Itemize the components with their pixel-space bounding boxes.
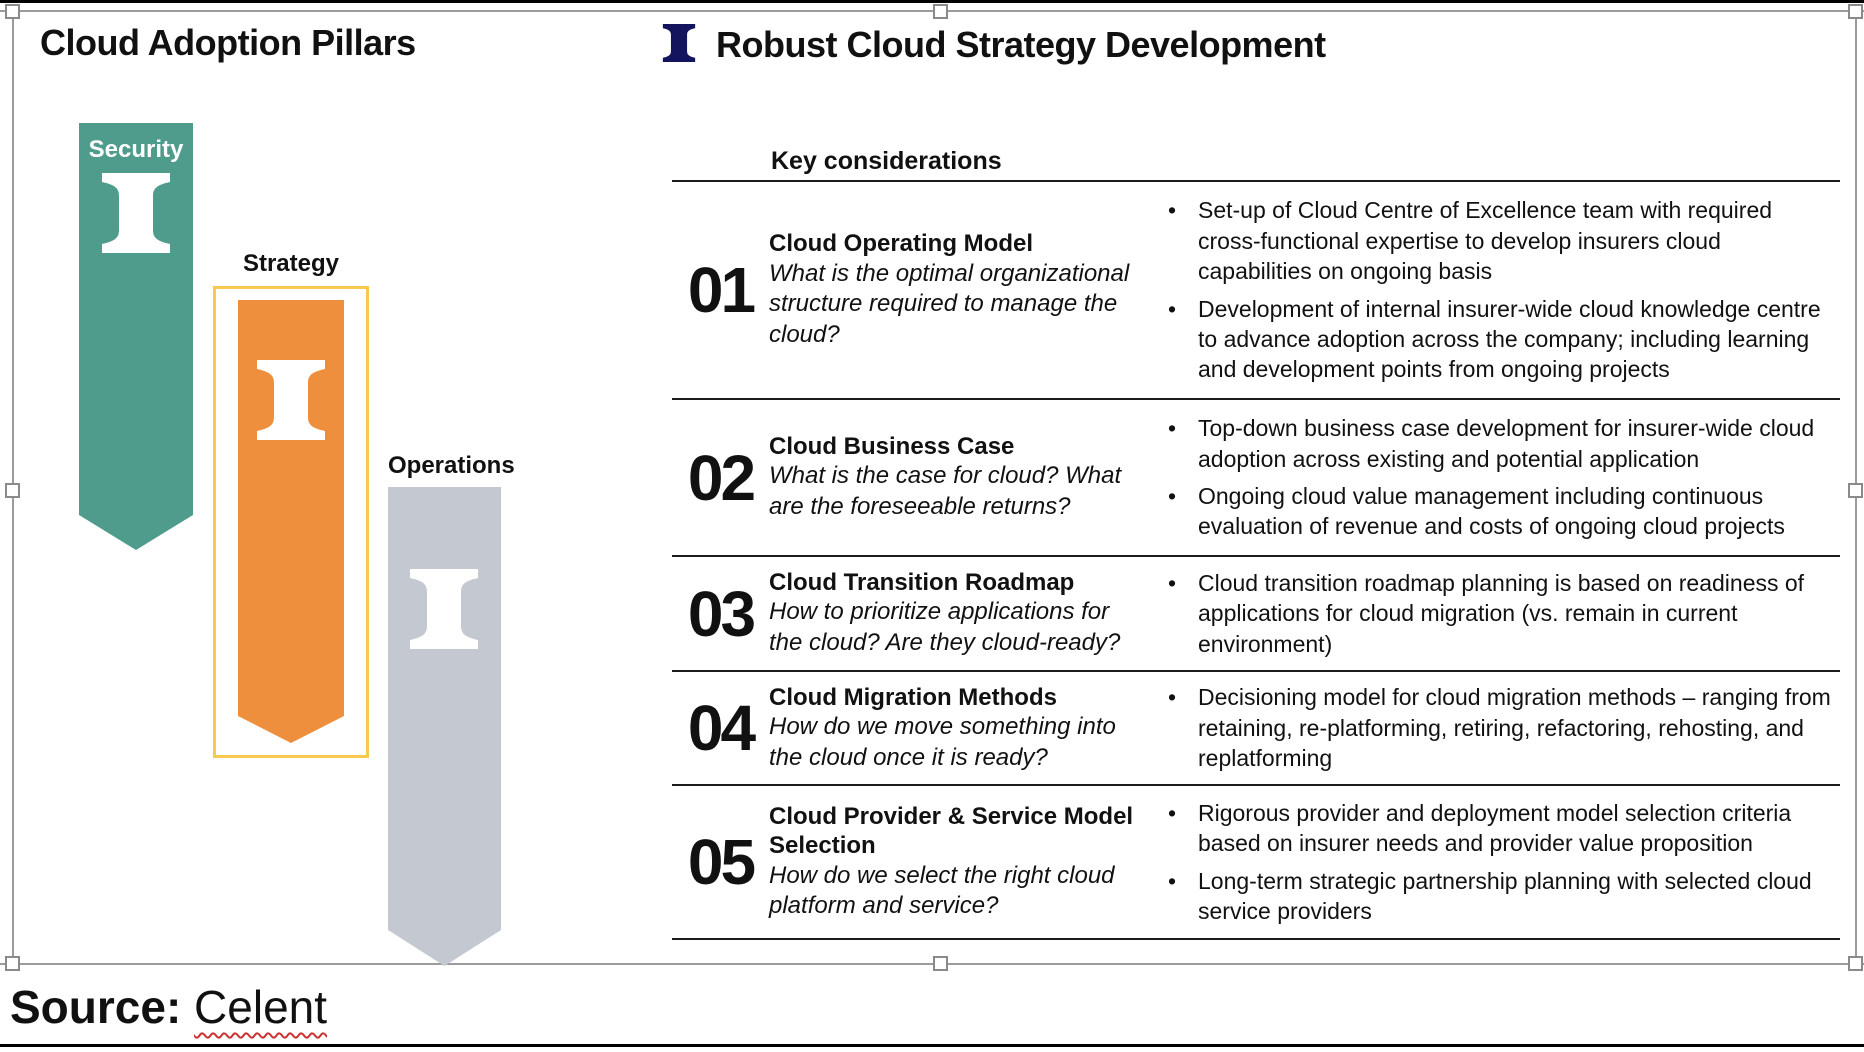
column-pillar-icon [102, 173, 170, 253]
table-row: 05 Cloud Provider & Service Model Select… [672, 786, 1840, 940]
source-line: Source: Celent [10, 980, 327, 1034]
row-question: How do we move something into the cloud … [769, 712, 1116, 771]
selection-handle-top-right[interactable] [1848, 4, 1863, 19]
selection-frame-bottom [0, 963, 1864, 965]
row-title: Cloud Transition Roadmap [769, 569, 1075, 597]
bullet-item: Rigorous provider and deployment model s… [1154, 798, 1834, 859]
row-question: What is the optimal organizational struc… [769, 259, 1130, 348]
pillar-banner-strategy[interactable] [238, 300, 344, 743]
row-title: Cloud Operating Model [769, 230, 1033, 258]
bullet-item: Long-term strategic partnership planning… [1154, 866, 1834, 927]
row-number: 02 [687, 441, 756, 514]
row-title: Cloud Migration Methods [769, 683, 1057, 711]
selection-frame-top [0, 10, 1864, 12]
column-pillar-icon [257, 360, 325, 440]
selection-handle-bottom-center[interactable] [933, 956, 948, 971]
row-number: 01 [687, 254, 756, 326]
column-pillar-icon [410, 569, 478, 649]
bullet-item: Top-down business case development for i… [1154, 413, 1834, 474]
strategy-highlight-box[interactable] [213, 286, 369, 758]
top-edge-line [0, 0, 1864, 3]
selection-handle-bottom-left[interactable] [5, 956, 20, 971]
pillar-banner-security[interactable]: Security [79, 123, 193, 550]
row-question: How to prioritize applications for the c… [769, 598, 1121, 657]
selection-handle-mid-left[interactable] [5, 483, 20, 498]
source-label: Source: [10, 981, 182, 1033]
table-row: 01 Cloud Operating Model What is the opt… [672, 182, 1840, 400]
row-question: What is the case for cloud? What are the… [769, 462, 1122, 521]
source-value[interactable]: Celent [194, 981, 328, 1033]
table-header: Key considerations [672, 140, 1840, 182]
bullet-item: Ongoing cloud value management including… [1154, 481, 1834, 542]
right-panel-title: Robust Cloud Strategy Development [716, 24, 1326, 65]
ribbon-shape [388, 487, 501, 966]
selection-handle-bottom-right[interactable] [1848, 956, 1863, 971]
left-panel-title: Cloud Adoption Pillars [40, 22, 416, 63]
bottom-edge-line [0, 1044, 1864, 1047]
considerations-table[interactable]: Key considerations 01 Cloud Operating Mo… [672, 140, 1840, 940]
pillar-banner-operations[interactable] [388, 487, 501, 966]
pillar-label-operations: Operations [388, 452, 515, 479]
row-number: 04 [687, 692, 756, 764]
row-question: How do we select the right cloud platfor… [769, 861, 1115, 920]
bullet-item: Set-up of Cloud Centre of Excellence tea… [1154, 195, 1834, 286]
selection-handle-top-center[interactable] [933, 4, 948, 19]
bullet-item: Development of internal insurer-wide clo… [1154, 294, 1834, 385]
selection-handle-mid-right[interactable] [1848, 483, 1863, 498]
row-title: Cloud Business Case [769, 433, 1015, 461]
table-row: 04 Cloud Migration Methods How do we mov… [672, 672, 1840, 786]
column-pillar-icon [662, 24, 696, 62]
bullet-item: Cloud transition roadmap planning is bas… [1154, 568, 1834, 659]
row-title: Cloud Provider & Service Model Selection [769, 803, 1134, 860]
pillar-label-strategy: Strategy [242, 250, 340, 277]
bullet-item: Decisioning model for cloud migration me… [1154, 682, 1834, 773]
table-row: 03 Cloud Transition Roadmap How to prior… [672, 557, 1840, 672]
table-row: 02 Cloud Business Case What is the case … [672, 400, 1840, 557]
row-number: 03 [687, 577, 756, 650]
row-number: 05 [687, 826, 756, 898]
pillar-label-security: Security [88, 136, 184, 163]
selection-handle-top-left[interactable] [5, 4, 20, 19]
